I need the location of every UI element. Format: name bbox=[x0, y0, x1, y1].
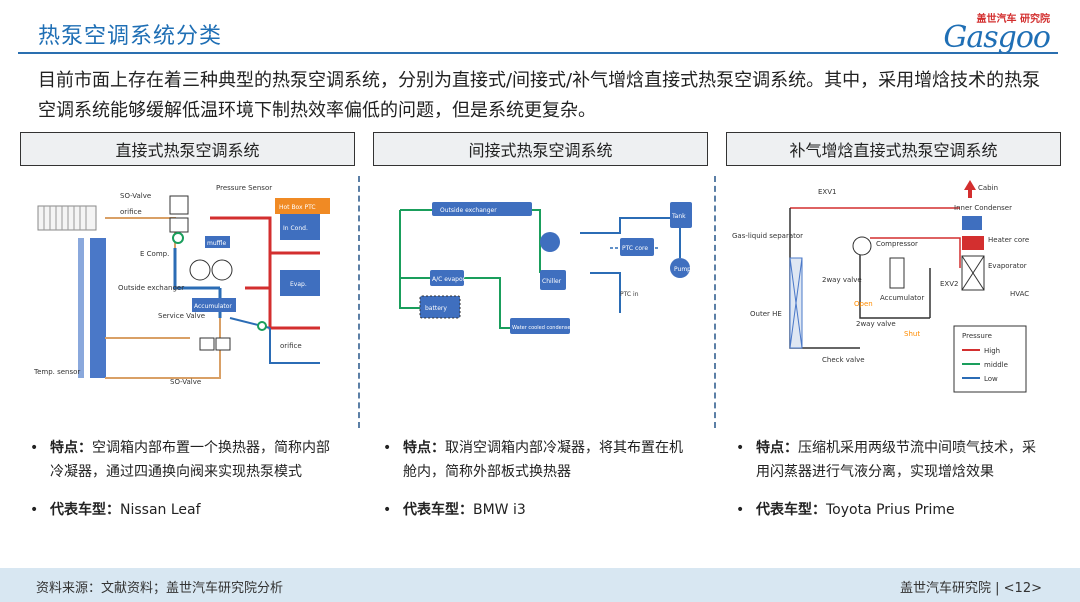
feature-text: 压缩机采用两级节流中间喷气技术，采用闪蒸器进行气液分离，实现增焓效果 bbox=[756, 440, 1036, 480]
model-bullet: 代表车型：BMW i3 bbox=[383, 498, 693, 522]
feature-label: 特点： bbox=[756, 440, 798, 456]
label-check-valve: Check valve bbox=[822, 356, 865, 364]
title-divider bbox=[18, 52, 1058, 54]
label-two-way-2: 2way valve bbox=[856, 320, 896, 328]
direct-system-diagram: SO-Valve orifice Pressure Sensor Hot Box… bbox=[30, 178, 350, 418]
label-e-comp: E Comp. bbox=[140, 250, 169, 258]
label-evap: Evap. bbox=[290, 281, 307, 288]
legend-high: High bbox=[984, 347, 1000, 355]
label-hvac: HVAC bbox=[1010, 290, 1029, 298]
model-text: Toyota Prius Prime bbox=[826, 502, 955, 518]
hot-box-graphic bbox=[275, 198, 330, 214]
label-temp-sensor: Temp. sensor bbox=[33, 368, 80, 376]
logo-en-text: Gasgoo bbox=[943, 20, 1051, 55]
radiator-graphic bbox=[37, 205, 97, 231]
label-outer-he: Outer HE bbox=[750, 310, 782, 318]
label-chiller: Chiller bbox=[542, 278, 562, 285]
outside-exchanger-graphic bbox=[90, 238, 106, 378]
label-two-way-1: 2way valve bbox=[822, 276, 862, 284]
label-ac-evap: A/C evapor bbox=[432, 276, 466, 283]
feature-bullet: 特点：取消空调箱内部冷凝器，将其布置在机舱内，简称外部板式换热器 bbox=[383, 436, 693, 484]
bullets-indirect: 特点：取消空调箱内部冷凝器，将其布置在机舱内，简称外部板式换热器 代表车型：BM… bbox=[383, 436, 693, 536]
logo-cn-text: 盖世汽车 研究院 bbox=[976, 14, 1050, 25]
model-label: 代表车型： bbox=[403, 502, 473, 518]
label-inner-condenser: Inner Condenser bbox=[954, 204, 1012, 212]
label-water-cond: Water cooled condenser bbox=[512, 325, 574, 331]
label-accumulator: Accumulator bbox=[194, 303, 232, 310]
column-divider bbox=[714, 176, 716, 428]
feature-text: 空调箱内部布置一个换热器，简称内部冷凝器，通过四通换向阀来实现热泵模式 bbox=[50, 440, 330, 480]
label-pump: Pump bbox=[674, 266, 691, 273]
label-in-cond: In Cond. bbox=[283, 225, 308, 232]
gasgoo-logo: 盖世汽车 研究院 Gasgoo bbox=[910, 10, 1051, 60]
model-text: Nissan Leaf bbox=[120, 502, 201, 518]
bullets-enhanced: 特点：压缩机采用两级节流中间喷气技术，采用闪蒸器进行气液分离，实现增焓效果 代表… bbox=[736, 436, 1046, 536]
label-ptc-in: PTC in bbox=[620, 291, 639, 298]
feature-bullet: 特点：压缩机采用两级节流中间喷气技术，采用闪蒸器进行气液分离，实现增焓效果 bbox=[736, 436, 1046, 484]
label-orifice-top: orifice bbox=[120, 208, 142, 216]
label-shut: Shut bbox=[904, 330, 920, 338]
label-ptc-core: PTC core bbox=[622, 245, 648, 252]
model-label: 代表车型： bbox=[50, 502, 120, 518]
model-text: BMW i3 bbox=[473, 502, 526, 518]
label-evaporator: Evaporator bbox=[988, 262, 1027, 270]
label-heater-core: Heater core bbox=[988, 236, 1029, 244]
source-note: 资料来源：文献资料；盖世汽车研究院分析 bbox=[36, 581, 284, 596]
feature-text: 取消空调箱内部冷凝器，将其布置在机舱内，简称外部板式换热器 bbox=[403, 440, 683, 480]
model-label: 代表车型： bbox=[756, 502, 826, 518]
label-muffler: muffle bbox=[207, 240, 226, 247]
label-exv1: EXV1 bbox=[818, 188, 836, 196]
label-battery: battery bbox=[425, 305, 447, 312]
label-service-valve: Service Valve bbox=[158, 312, 205, 320]
legend-low: Low bbox=[984, 375, 998, 383]
column-header-direct: 直接式热泵空调系统 bbox=[20, 132, 355, 166]
label-open: Open bbox=[854, 300, 873, 308]
label-so-valve-bottom: SO-Valve bbox=[170, 378, 201, 386]
label-outside-exchanger: Outside exchanger bbox=[118, 284, 184, 292]
model-bullet: 代表车型：Toyota Prius Prime bbox=[736, 498, 1046, 522]
pressure-legend: Pressure High middle Low bbox=[953, 325, 1027, 393]
label-exv2: EXV2 bbox=[940, 280, 958, 288]
footer-bar: 资料来源：文献资料；盖世汽车研究院分析 盖世汽车研究院 | <12> bbox=[0, 568, 1080, 602]
page-title: 热泵空调系统分类 bbox=[38, 24, 223, 49]
label-hot-box: Hot Box PTC bbox=[279, 204, 316, 211]
label-tank: Tank bbox=[671, 213, 686, 220]
bullets-direct: 特点：空调箱内部布置一个换热器，简称内部冷凝器，通过四通换向阀来实现热泵模式 代… bbox=[30, 436, 340, 536]
legend-title: Pressure bbox=[962, 332, 992, 340]
indirect-system-diagram: Outside exchanger Tank PTC core Pump A/C… bbox=[380, 178, 700, 418]
column-header-indirect: 间接式热泵空调系统 bbox=[373, 132, 708, 166]
feature-label: 特点： bbox=[50, 440, 92, 456]
label-orifice-bottom: orifice bbox=[280, 342, 302, 350]
label-compressor: Compressor bbox=[876, 240, 918, 248]
legend-middle: middle bbox=[984, 361, 1008, 369]
label-pressure-sensor: Pressure Sensor bbox=[216, 184, 272, 192]
outside-exchanger-graphic bbox=[432, 202, 532, 216]
label-gas-liquid: Gas-liquid separator bbox=[732, 232, 803, 240]
enhanced-system-diagram: EXV1 Cabin Inner Condenser Gas-liquid se… bbox=[730, 178, 1050, 418]
feature-label: 特点： bbox=[403, 440, 445, 456]
label-accumulator: Accumulator bbox=[880, 294, 924, 302]
label-so-valve-top: SO-Valve bbox=[120, 192, 151, 200]
intro-paragraph: 目前市面上存在着三种典型的热泵空调系统，分别为直接式/间接式/补气增焓直接式热泵… bbox=[38, 70, 1041, 121]
column-header-enhanced: 补气增焓直接式热泵空调系统 bbox=[726, 132, 1061, 166]
model-bullet: 代表车型：Nissan Leaf bbox=[30, 498, 340, 522]
label-cabin: Cabin bbox=[978, 184, 998, 192]
feature-bullet: 特点：空调箱内部布置一个换热器，简称内部冷凝器，通过四通换向阀来实现热泵模式 bbox=[30, 436, 340, 484]
page-number: 盖世汽车研究院 | <12> bbox=[900, 581, 1042, 596]
label-outside-exchanger: Outside exchanger bbox=[440, 207, 497, 214]
column-divider bbox=[358, 176, 360, 428]
